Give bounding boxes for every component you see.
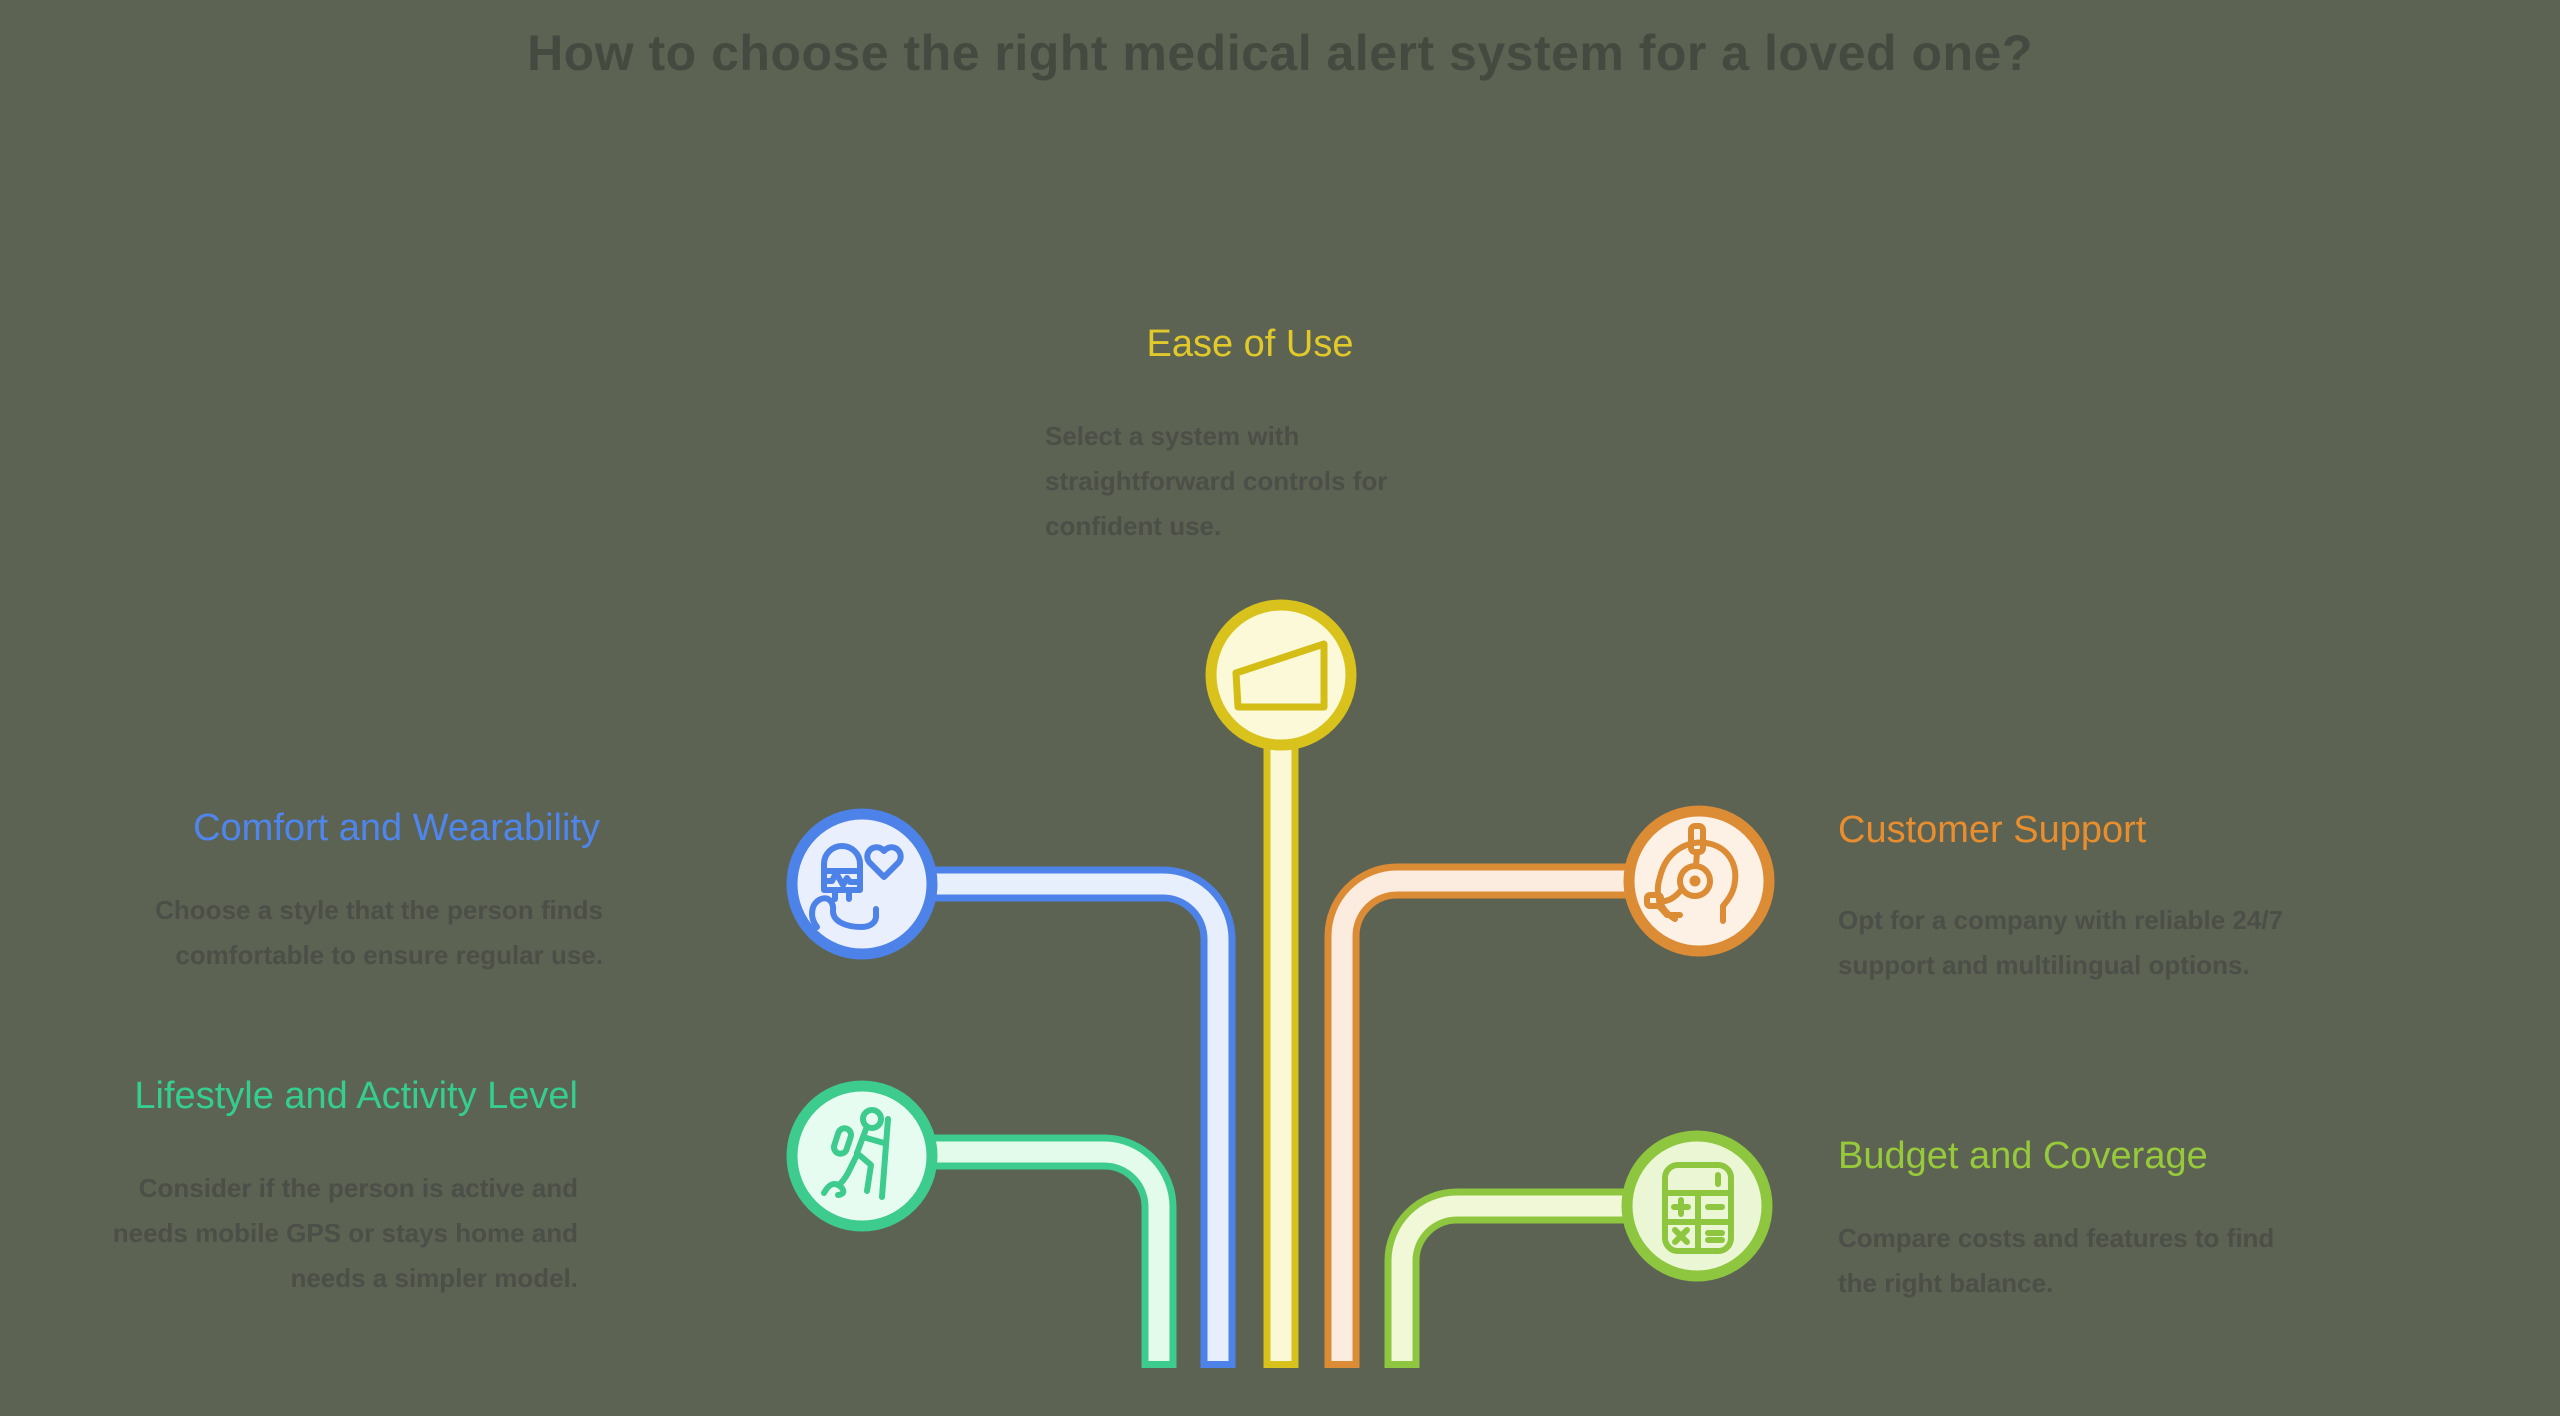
connector-lifestyle xyxy=(862,1134,1177,1368)
section-description-ease-of-use: Select a system with straightforward con… xyxy=(1045,421,1388,541)
comfort-badge xyxy=(786,808,938,960)
calculator-icon xyxy=(1662,1162,1734,1254)
section-title-customer-support: Customer Support xyxy=(1838,809,2147,851)
customer-support-badge xyxy=(1623,805,1775,957)
section-description-customer-support: Opt for a company with reliable 24/7 sup… xyxy=(1838,905,2284,980)
section-description-budget: Compare costs and features to find the r… xyxy=(1838,1223,2275,1298)
lifestyle-badge xyxy=(786,1080,938,1232)
hand-holding-wearable-icon xyxy=(809,843,904,930)
headset-agent-icon xyxy=(1644,823,1739,924)
connector-budget xyxy=(1384,1188,1697,1368)
section-description-lifestyle: Consider if the person is active and nee… xyxy=(112,1173,578,1293)
section-title-lifestyle: Lifestyle and Activity Level xyxy=(134,1075,578,1117)
connector-comfort xyxy=(862,866,1236,1368)
connector-customer-support xyxy=(1324,863,1699,1368)
section-title-budget: Budget and Coverage xyxy=(1838,1135,2208,1177)
section-description-comfort: Choose a style that the person finds com… xyxy=(155,895,603,970)
page-title: How to choose the right medical alert sy… xyxy=(527,25,2033,81)
hiker-icon xyxy=(821,1107,891,1200)
ease-of-use-badge xyxy=(1205,599,1357,751)
section-title-ease-of-use: Ease of Use xyxy=(1146,323,1354,365)
section-title-comfort: Comfort and Wearability xyxy=(193,807,600,849)
budget-badge xyxy=(1621,1130,1773,1282)
badge-circle xyxy=(1205,599,1357,751)
volume-wedge-icon xyxy=(1232,640,1328,711)
